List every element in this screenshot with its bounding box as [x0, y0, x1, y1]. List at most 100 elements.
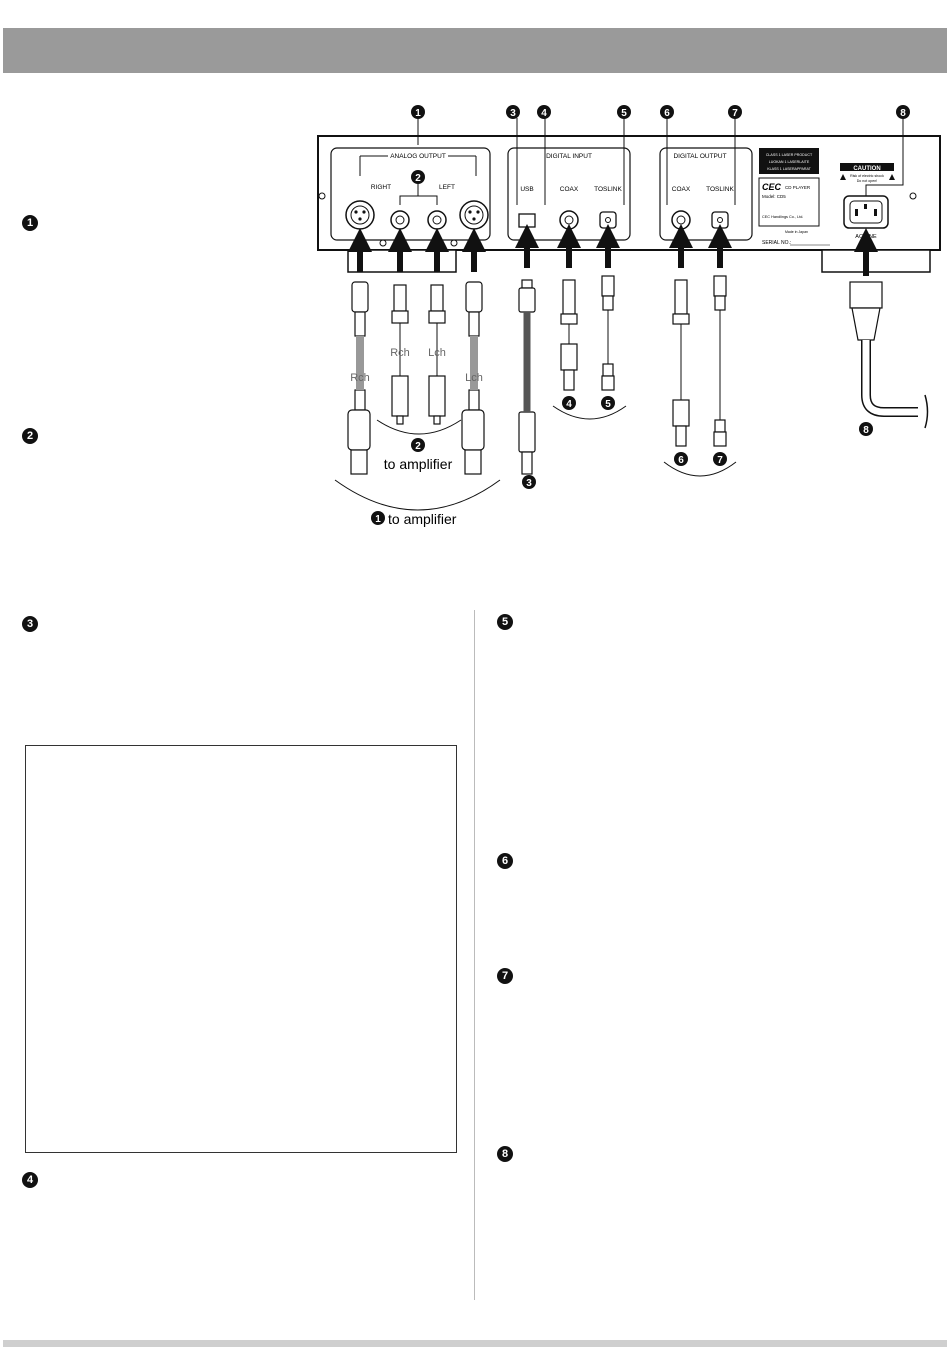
rca-right-jack	[390, 210, 410, 230]
marker-2-left: 2	[22, 428, 38, 444]
svg-text:CAUTION: CAUTION	[853, 166, 880, 172]
toslink-out-jack	[711, 211, 729, 229]
coax-out-jack	[671, 210, 691, 230]
toslink-out-label: TOSLINK	[706, 186, 734, 193]
digital-output-label: DIGITAL OUTPUT	[673, 153, 726, 160]
svg-text:3: 3	[510, 108, 516, 119]
marker-1-left: 1	[22, 215, 38, 231]
svg-text:4: 4	[566, 399, 572, 410]
svg-text:Model: CD5: Model: CD5	[762, 194, 786, 199]
svg-text:7: 7	[732, 108, 738, 119]
note-box	[25, 745, 457, 1153]
svg-text:2: 2	[415, 173, 421, 184]
bracket-arc-2	[376, 419, 462, 435]
cable-marker-1: 1	[371, 511, 385, 525]
coax-in-jack	[559, 210, 579, 230]
column-divider	[474, 610, 475, 1300]
svg-text:6: 6	[678, 455, 684, 466]
cable-ac-power	[849, 281, 883, 341]
diagram-marker-2: 2	[411, 170, 425, 184]
bracket-arc-6-7	[663, 461, 737, 477]
svg-text:CD PLAYER: CD PLAYER	[785, 185, 811, 190]
cable-xlr-left	[461, 281, 485, 475]
brand-logo: CEC	[762, 182, 782, 192]
cable-marker-4: 4	[562, 396, 576, 410]
diagram-marker-5: 5	[617, 105, 631, 119]
usb-jack-label: USB	[520, 186, 533, 193]
to-amplifier-caption-2: to amplifier	[384, 456, 453, 472]
diagram-marker-3: 3	[506, 105, 520, 119]
caution-label	[840, 163, 894, 171]
marker-4-left: 4	[22, 1172, 38, 1188]
marker-7-right: 7	[497, 968, 513, 984]
cable-toslink-out	[713, 275, 727, 447]
cable-label-lch-xlr: Lch	[465, 372, 483, 384]
header-bar	[3, 28, 947, 73]
model-label-plate	[758, 177, 820, 227]
cable-marker-5: 5	[601, 396, 615, 410]
diagram-marker-1: 1	[411, 105, 425, 119]
serial-number-label: SERIAL NO.:	[762, 240, 791, 246]
marker-3-left: 3	[22, 616, 38, 632]
rca-left-jack	[427, 210, 447, 230]
footer-bar	[3, 1340, 947, 1347]
coax-out-label: COAX	[672, 186, 691, 193]
bracket-arc-4-5	[552, 405, 627, 420]
analog-output-label: ANALOG OUTPUT	[390, 153, 446, 160]
svg-text:CLASS 1 LASER PRODUCT: CLASS 1 LASER PRODUCT	[766, 153, 813, 157]
cable-label-rch-rca: Rch	[390, 347, 410, 359]
svg-text:LUOKAN 1 LASERLAITE: LUOKAN 1 LASERLAITE	[769, 160, 810, 164]
svg-text:2: 2	[415, 441, 421, 452]
bracket-arc-1	[334, 479, 501, 511]
svg-text:4: 4	[541, 108, 547, 119]
cable-toslink-in	[601, 275, 615, 391]
diagram-marker-4: 4	[537, 105, 551, 119]
cable-coax-in	[560, 279, 578, 391]
ac-line-label: AC LINE	[855, 234, 877, 240]
svg-text:5: 5	[605, 399, 611, 410]
svg-text:3: 3	[526, 478, 532, 489]
svg-text:6: 6	[664, 108, 670, 119]
cable-rca-left	[428, 284, 446, 425]
svg-text:CEC Handlings Co., Ltd.: CEC Handlings Co., Ltd.	[762, 215, 803, 219]
diagram-marker-8: 8	[896, 105, 910, 119]
marker-5-right: 5	[497, 614, 513, 630]
svg-text:1: 1	[375, 514, 381, 525]
toslink-in-label: TOSLINK	[594, 186, 622, 193]
cable-label-lch-rca: Lch	[428, 347, 446, 359]
laser-label-plate	[759, 148, 819, 174]
cable-marker-7: 7	[713, 452, 727, 466]
rear-panel-connection-diagram: ANALOG OUTPUT RIGHT LEFT DIGITAL INPUT U…	[317, 105, 941, 527]
svg-text:8: 8	[900, 108, 906, 119]
svg-text:7: 7	[717, 455, 723, 466]
chassis-foot-right	[821, 249, 931, 273]
svg-text:1: 1	[415, 108, 421, 119]
svg-text:Made in Japan: Made in Japan	[785, 230, 808, 234]
svg-text:5: 5	[621, 108, 627, 119]
cable-usb	[518, 279, 536, 475]
svg-text:Risk of electric shock: Risk of electric shock	[850, 174, 884, 178]
coax-in-label: COAX	[560, 186, 579, 193]
cable-marker-8: 8	[859, 422, 873, 436]
usb-jack	[518, 213, 536, 228]
to-amplifier-caption-1: to amplifier	[388, 511, 457, 527]
right-jack-label: RIGHT	[371, 184, 391, 191]
diagram-marker-7: 7	[728, 105, 742, 119]
toslink-in-jack	[599, 211, 617, 229]
svg-text:KLASS 1 LASERAPPARAT: KLASS 1 LASERAPPARAT	[767, 167, 811, 171]
xlr-right-jack	[345, 200, 375, 230]
marker-6-right: 6	[497, 853, 513, 869]
diagram-marker-6: 6	[660, 105, 674, 119]
cable-label-rch-xlr: Rch	[350, 372, 370, 384]
digital-input-label: DIGITAL INPUT	[546, 153, 592, 160]
svg-text:8: 8	[863, 425, 869, 436]
marker-8-right: 8	[497, 1146, 513, 1162]
digital-output-panel	[659, 147, 753, 241]
cable-marker-6: 6	[674, 452, 688, 466]
xlr-left-jack	[459, 200, 489, 230]
left-jack-label: LEFT	[439, 184, 455, 191]
cable-marker-3: 3	[522, 475, 536, 489]
svg-text:Do not open!: Do not open!	[857, 179, 878, 183]
cable-coax-out	[672, 279, 690, 447]
cable-marker-2: 2	[411, 438, 425, 452]
